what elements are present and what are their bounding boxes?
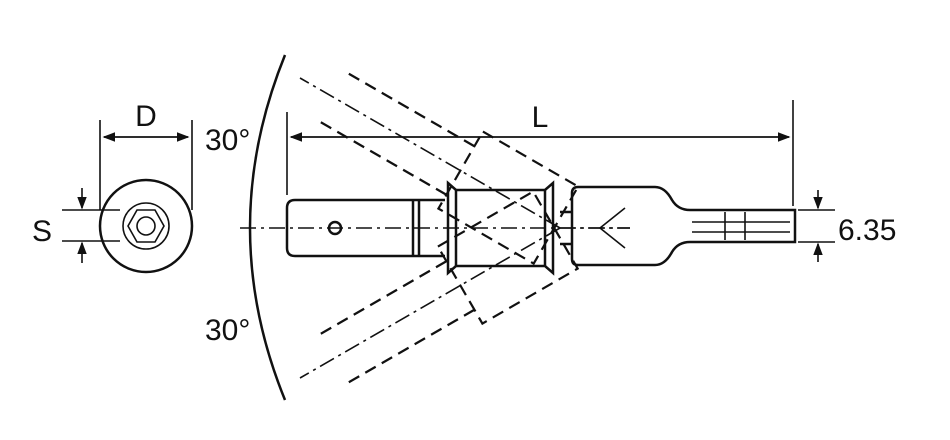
l-label: L bbox=[532, 101, 549, 134]
lower-angle-label: 30° bbox=[205, 314, 250, 347]
upper-angle-label: 30° bbox=[205, 124, 250, 157]
hex-opening bbox=[127, 209, 165, 243]
upper-swing-position bbox=[320, 72, 580, 266]
socket-shaft bbox=[285, 198, 445, 258]
pivot-collar bbox=[446, 180, 555, 276]
socket-outer-circle bbox=[98, 178, 194, 274]
hex-size-label: 6.35 bbox=[838, 214, 896, 247]
adapter-side-view bbox=[285, 180, 797, 276]
d-label: D bbox=[135, 100, 157, 133]
ball-hole bbox=[327, 220, 343, 236]
lower-swing-position bbox=[320, 190, 580, 384]
end-view: D S bbox=[32, 100, 194, 274]
hex-shank-body bbox=[570, 185, 797, 267]
lower-swing-centerline bbox=[299, 227, 561, 379]
socket-inner-circle bbox=[122, 202, 170, 250]
upper-swing-centerline bbox=[299, 77, 561, 229]
s-label: S bbox=[32, 215, 52, 248]
socket-bore bbox=[136, 216, 156, 236]
